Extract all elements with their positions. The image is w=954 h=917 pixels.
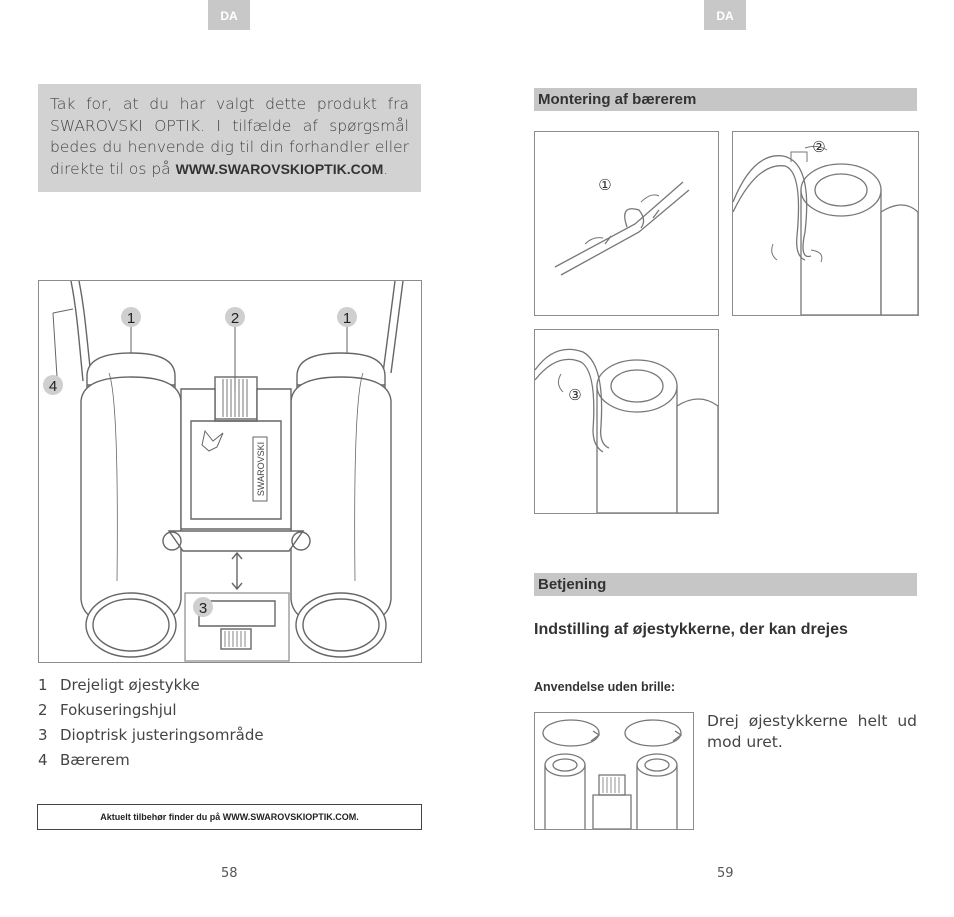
language-tab: DA: [208, 0, 250, 30]
eyepiece-rotation-figure: [534, 712, 694, 830]
section-header-strap: Montering af bærerem: [534, 88, 917, 111]
accessories-note: Aktuelt tilbehør finder du på WWW.SWAROV…: [37, 804, 422, 830]
callout-4: 4: [49, 378, 57, 395]
instruction-text: Drej øjestykkerne helt ud mod uret.: [707, 712, 917, 751]
intro-text: Tak for, at du har valgt dette produkt f…: [50, 95, 409, 178]
strap-step-3-figure: ③: [534, 329, 719, 514]
website-link[interactable]: WWW.SWAROVSKIOPTIK.COM: [175, 160, 384, 177]
strap-step-1-figure: ①: [534, 131, 719, 316]
language-tab: DA: [704, 0, 746, 30]
callout-1-left: 1: [127, 310, 135, 327]
page-number-left: 58: [221, 866, 238, 881]
section-header-operation: Betjening: [534, 573, 917, 596]
intro-box: Tak for, at du har valgt dette produkt f…: [38, 84, 421, 192]
binocular-diagram: SWAROVSKI 1 2 1 4 3: [38, 280, 422, 663]
callout-1-right: 1: [343, 310, 351, 327]
page-number-right: 59: [717, 866, 734, 881]
strap-step-label: ③: [568, 387, 581, 404]
strap-step-2-figure: ②: [732, 131, 919, 316]
strap-step-label: ②: [812, 139, 825, 156]
callout-2: 2: [231, 310, 239, 327]
callout-3: 3: [199, 600, 207, 617]
sub-subheading: Anvendelse uden brille:: [534, 680, 676, 694]
strap-step-label: ①: [598, 177, 611, 194]
subheading: Indstilling af øjestykkerne, der kan dre…: [534, 621, 848, 638]
brand-label: SWAROVSKI: [256, 442, 266, 496]
